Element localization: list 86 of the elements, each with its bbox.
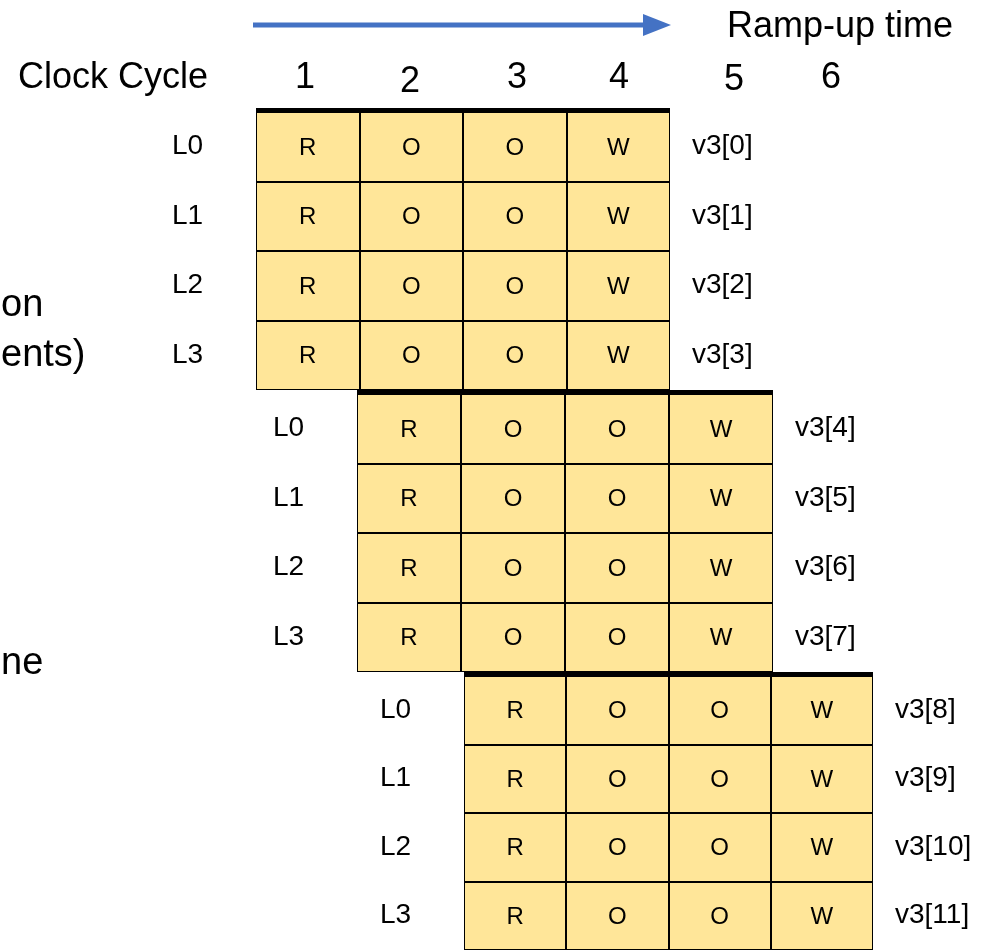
- stage-cell: O: [461, 394, 565, 464]
- stage-cell: W: [566, 251, 670, 321]
- stage-cell: R: [357, 533, 461, 603]
- stage-cell: O: [359, 181, 463, 251]
- element-label: v3[11]: [895, 900, 970, 929]
- stage-cell: R: [256, 251, 360, 321]
- lane-label: L3: [380, 900, 412, 929]
- stage-cell: W: [770, 744, 873, 813]
- stage-cell: R: [464, 881, 567, 950]
- stage-cell: O: [461, 602, 565, 672]
- stage-cell: W: [566, 320, 670, 390]
- element-label: v3[5]: [795, 482, 856, 511]
- lane-label: L0: [380, 694, 412, 723]
- cycle-number: 1: [295, 58, 316, 95]
- stage-cell: W: [770, 813, 873, 882]
- stage-cell: W: [669, 533, 773, 603]
- stage-cell: W: [566, 112, 670, 182]
- stage-cell: W: [669, 602, 773, 672]
- stage-cell: W: [669, 463, 773, 533]
- stage-cell: O: [668, 813, 771, 882]
- stage-cell: O: [668, 676, 771, 745]
- stage-cell: O: [359, 251, 463, 321]
- lane-label: L1: [273, 482, 305, 511]
- stage-cell: O: [566, 676, 669, 745]
- lane-label: L2: [273, 552, 305, 581]
- lane-label: L0: [172, 131, 204, 160]
- element-label: v3[8]: [895, 694, 956, 723]
- pipeline-block: [464, 672, 873, 950]
- element-label: v3[0]: [692, 131, 753, 160]
- lane-label: L2: [380, 831, 412, 860]
- element-label: v3[9]: [895, 763, 956, 792]
- stage-cell: O: [463, 181, 567, 251]
- stage-cell: O: [566, 813, 669, 882]
- text-fragment: on: [1, 284, 44, 323]
- stage-cell: O: [565, 394, 669, 464]
- stage-cell: O: [463, 320, 567, 390]
- stage-cell: O: [565, 533, 669, 603]
- pipeline-block: [357, 390, 773, 672]
- lane-label: L1: [380, 763, 412, 792]
- cycle-number: 2: [400, 62, 421, 99]
- lane-label: L3: [172, 339, 204, 368]
- stage-cell: R: [464, 744, 567, 813]
- stage-cell: O: [359, 320, 463, 390]
- cycle-number: 4: [609, 58, 630, 95]
- stage-cell: O: [668, 744, 771, 813]
- stage-cell: O: [463, 112, 567, 182]
- stage-cell: O: [565, 602, 669, 672]
- stage-cell: W: [566, 181, 670, 251]
- stage-cell: O: [463, 251, 567, 321]
- stage-cell: R: [256, 112, 360, 182]
- stage-cell: W: [770, 676, 873, 745]
- stage-cell: W: [770, 881, 873, 950]
- element-label: v3[3]: [692, 339, 753, 368]
- cycle-number: 5: [724, 60, 745, 97]
- stage-cell: O: [359, 112, 463, 182]
- element-label: v3[4]: [795, 413, 856, 442]
- lane-label: L2: [172, 270, 204, 299]
- cycle-number: 3: [507, 58, 528, 95]
- row-header: Clock Cycle: [18, 58, 209, 95]
- stage-cell: O: [566, 881, 669, 950]
- stage-cell: R: [464, 676, 567, 745]
- element-label: v3[6]: [795, 552, 856, 581]
- stage-cell: R: [256, 181, 360, 251]
- lane-label: L3: [273, 621, 305, 650]
- element-label: v3[2]: [692, 270, 753, 299]
- lane-label: L0: [273, 413, 305, 442]
- stage-cell: R: [357, 602, 461, 672]
- stage-cell: O: [566, 744, 669, 813]
- element-label: v3[1]: [692, 200, 753, 229]
- element-label: v3[10]: [895, 831, 972, 860]
- stage-cell: R: [357, 463, 461, 533]
- stage-cell: O: [668, 881, 771, 950]
- stage-cell: O: [461, 463, 565, 533]
- stage-cell: O: [461, 533, 565, 603]
- cycle-number: 6: [821, 58, 842, 95]
- axis-title: Ramp-up time: [727, 7, 954, 44]
- stage-cell: R: [464, 813, 567, 882]
- element-label: v3[7]: [795, 621, 856, 650]
- text-fragment: ents): [1, 334, 86, 373]
- stage-cell: O: [565, 463, 669, 533]
- pipeline-block: [256, 108, 670, 390]
- stage-cell: W: [669, 394, 773, 464]
- text-fragment: ne: [1, 642, 44, 681]
- stage-cell: R: [357, 394, 461, 464]
- stage-cell: R: [256, 320, 360, 390]
- lane-label: L1: [172, 200, 204, 229]
